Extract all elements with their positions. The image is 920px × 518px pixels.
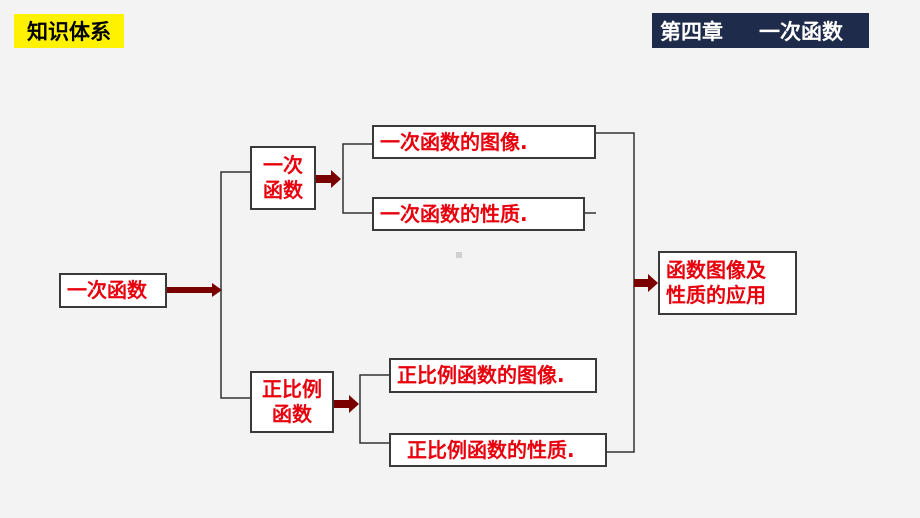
prop-properties-label: 正比例函数的性质. <box>407 437 575 462</box>
merge-bracket <box>596 132 635 453</box>
linear-function-label: 一次 函数 <box>263 153 303 202</box>
root-box: 一次函数 <box>59 273 167 308</box>
prop-graph-label: 正比例函数的图像. <box>397 363 565 387</box>
linear-properties-box: 一次函数的性质. <box>372 197 585 231</box>
linear-graph-label: 一次函数的图像. <box>380 129 528 154</box>
chapter-banner: 第四章 一次函数 <box>652 13 869 48</box>
proportional-function-label: 正比例 函数 <box>262 377 322 426</box>
chapter-title: 一次函数 <box>759 19 843 44</box>
root-arrow <box>167 283 222 297</box>
root-bracket <box>220 171 250 399</box>
linear-arrow <box>316 170 341 188</box>
linear-bracket <box>342 143 372 214</box>
prop-properties-box: 正比例函数的性质. <box>389 433 607 467</box>
chapter-number: 第四章 <box>660 19 723 44</box>
root-label: 一次函数 <box>67 278 147 302</box>
proportional-function-box: 正比例 函数 <box>250 371 334 433</box>
prop-arrow <box>334 395 359 413</box>
section-label: 知识体系 <box>14 14 124 48</box>
result-label: 函数图像及 性质的应用 <box>666 258 766 307</box>
prop-graph-box: 正比例函数的图像. <box>389 358 597 393</box>
result-box: 函数图像及 性质的应用 <box>658 251 797 315</box>
placeholder-dot <box>456 252 462 258</box>
linear-properties-label: 一次函数的性质. <box>380 201 528 226</box>
linear-graph-box: 一次函数的图像. <box>372 125 596 159</box>
result-arrow <box>634 274 658 292</box>
prop-bracket <box>359 374 389 444</box>
linear-function-box: 一次 函数 <box>250 146 316 210</box>
